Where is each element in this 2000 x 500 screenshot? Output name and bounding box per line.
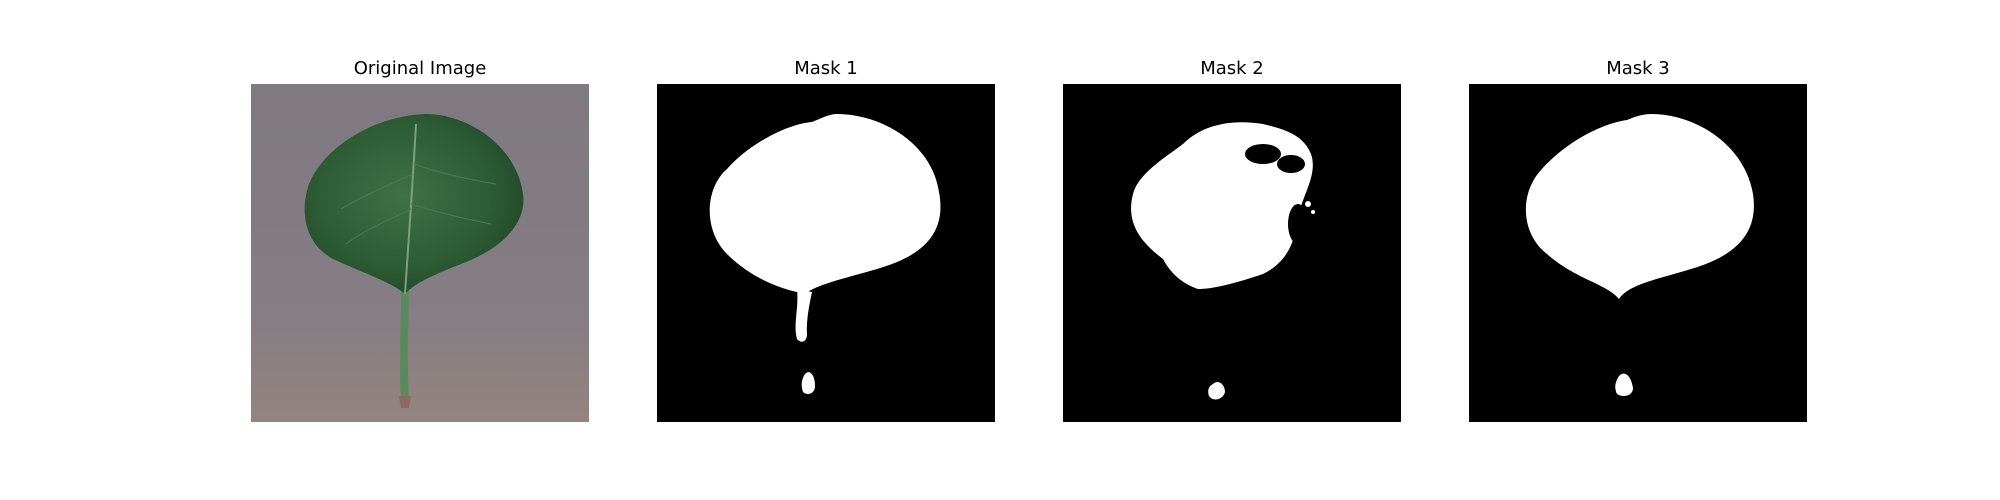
mask-2-image — [1063, 84, 1401, 422]
mask-1-image — [657, 84, 995, 422]
panel-title-original: Original Image — [353, 58, 487, 79]
leaf-mask-icon — [1469, 84, 1807, 422]
mask-3-image — [1469, 84, 1807, 422]
panel-title-mask-2: Mask 2 — [1200, 58, 1264, 79]
original-image — [251, 84, 589, 422]
panel-title-mask-1: Mask 1 — [794, 58, 858, 79]
panel-title-mask-3: Mask 3 — [1606, 58, 1670, 79]
leaf-mask-icon — [1063, 84, 1401, 422]
leaf-mask-icon — [657, 84, 995, 422]
leaf-photo-icon — [251, 84, 589, 422]
